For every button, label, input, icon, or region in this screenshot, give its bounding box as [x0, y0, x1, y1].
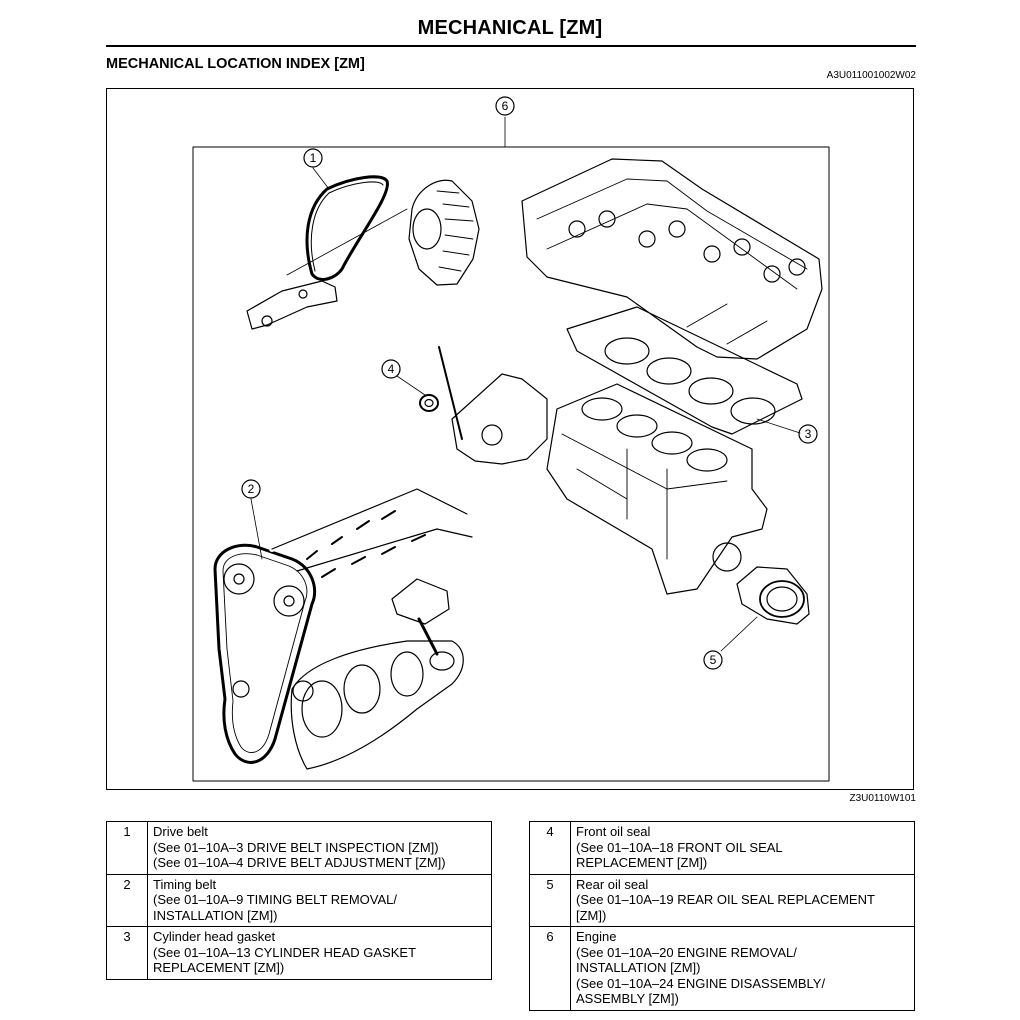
callout-6-circle [495, 96, 515, 116]
table-row: 6 Engine (See 01–10A–20 ENGINE REMOVAL/ … [529, 926, 915, 1011]
drive-belt-drawing [246, 175, 408, 330]
item-description: Rear oil seal (See 01–10A–19 REAR OIL SE… [570, 873, 915, 927]
figure-code: Z3U0110W101 [849, 793, 916, 804]
engine-figure: 6 1 2 3 4 5 [106, 88, 914, 790]
rear-oil-seal-drawing [736, 566, 810, 625]
item-reference: INSTALLATION [ZM]) [576, 960, 701, 975]
callout-2-circle [241, 479, 261, 499]
callout-2: 2 [248, 482, 255, 496]
document-code: A3U011001002W02 [826, 70, 916, 81]
callout-6: 6 [502, 99, 509, 113]
item-number: 5 [529, 873, 571, 927]
location-index-table-left: 1 Drive belt (See 01–10A–3 DRIVE BELT IN… [106, 821, 492, 980]
item-reference: (See 01–10A–9 TIMING BELT REMOVAL/ [153, 892, 397, 907]
timing-belt-drawing [213, 486, 473, 770]
item-name: Front oil seal [576, 824, 651, 839]
callout-1: 1 [310, 151, 317, 165]
section-title: MECHANICAL LOCATION INDEX [ZM] [106, 56, 365, 72]
item-name: Drive belt [153, 824, 208, 839]
table-row: 3 Cylinder head gasket (See 01–10A–13 CY… [106, 926, 492, 980]
item-number: 3 [106, 926, 148, 980]
item-reference: INSTALLATION [ZM]) [153, 907, 278, 923]
item-name: Rear oil seal [576, 876, 649, 892]
callout-3-circle [798, 424, 818, 444]
engine-outline-frame [192, 146, 830, 782]
item-description: Front oil seal (See 01–10A–18 FRONT OIL … [570, 821, 915, 875]
cylinder-block-drawing [546, 383, 768, 595]
callout-4: 4 [388, 362, 395, 376]
front-oil-seal-drawing [419, 346, 548, 465]
callout-4-circle [381, 359, 401, 379]
callout-3: 3 [805, 427, 812, 441]
item-reference: ASSEMBLY [ZM]) [576, 991, 679, 1006]
item-description: Timing belt (See 01–10A–9 TIMING BELT RE… [147, 873, 492, 927]
table-row: 4 Front oil seal (See 01–10A–18 FRONT OI… [529, 821, 915, 875]
item-reference: REPLACEMENT [ZM]) [153, 960, 285, 975]
item-description: Drive belt (See 01–10A–3 DRIVE BELT INSP… [147, 821, 492, 875]
leader-lines [250, 116, 801, 652]
item-reference: (See 01–10A–24 ENGINE DISASSEMBLY/ [576, 975, 826, 991]
page-title: MECHANICAL [ZM] [417, 17, 603, 39]
cylinder-head-drawing [521, 158, 823, 360]
item-description: Engine (See 01–10A–20 ENGINE REMOVAL/ IN… [570, 926, 915, 1011]
item-name: Cylinder head gasket [153, 929, 276, 944]
item-name: Engine [576, 929, 617, 944]
location-index-table-right: 4 Front oil seal (See 01–10A–18 FRONT OI… [529, 821, 915, 1011]
head-gasket-drawing [566, 306, 803, 435]
item-number: 4 [529, 821, 571, 875]
callout-1-circle [303, 148, 323, 168]
item-number: 6 [529, 926, 571, 1011]
item-reference: [ZM]) [576, 907, 607, 923]
callout-5: 5 [710, 653, 717, 667]
table-row: 1 Drive belt (See 01–10A–3 DRIVE BELT IN… [106, 821, 492, 875]
item-number: 2 [106, 873, 148, 927]
item-reference: (See 01–10A–4 DRIVE BELT ADJUSTMENT [ZM]… [153, 855, 446, 870]
alternator-drawing [408, 179, 480, 286]
item-number: 1 [106, 821, 148, 875]
table-row: 5 Rear oil seal (See 01–10A–19 REAR OIL … [529, 873, 915, 927]
title-rule [106, 45, 916, 47]
item-reference: (See 01–10A–13 CYLINDER HEAD GASKET [153, 944, 417, 960]
item-reference: (See 01–10A–18 FRONT OIL SEAL [576, 839, 783, 855]
table-row: 2 Timing belt (See 01–10A–9 TIMING BELT … [106, 873, 492, 927]
item-reference: (See 01–10A–3 DRIVE BELT INSPECTION [ZM]… [153, 839, 439, 855]
item-name: Timing belt [153, 876, 217, 892]
item-reference: REPLACEMENT [ZM]) [576, 855, 708, 870]
engine-exploded-view: 6 1 2 3 4 5 [192, 96, 830, 782]
item-reference: (See 01–10A–19 REAR OIL SEAL REPLACEMENT [576, 892, 875, 907]
callout-5-circle [703, 650, 723, 670]
item-reference: (See 01–10A–20 ENGINE REMOVAL/ [576, 944, 797, 960]
item-description: Cylinder head gasket (See 01–10A–13 CYLI… [147, 926, 492, 980]
